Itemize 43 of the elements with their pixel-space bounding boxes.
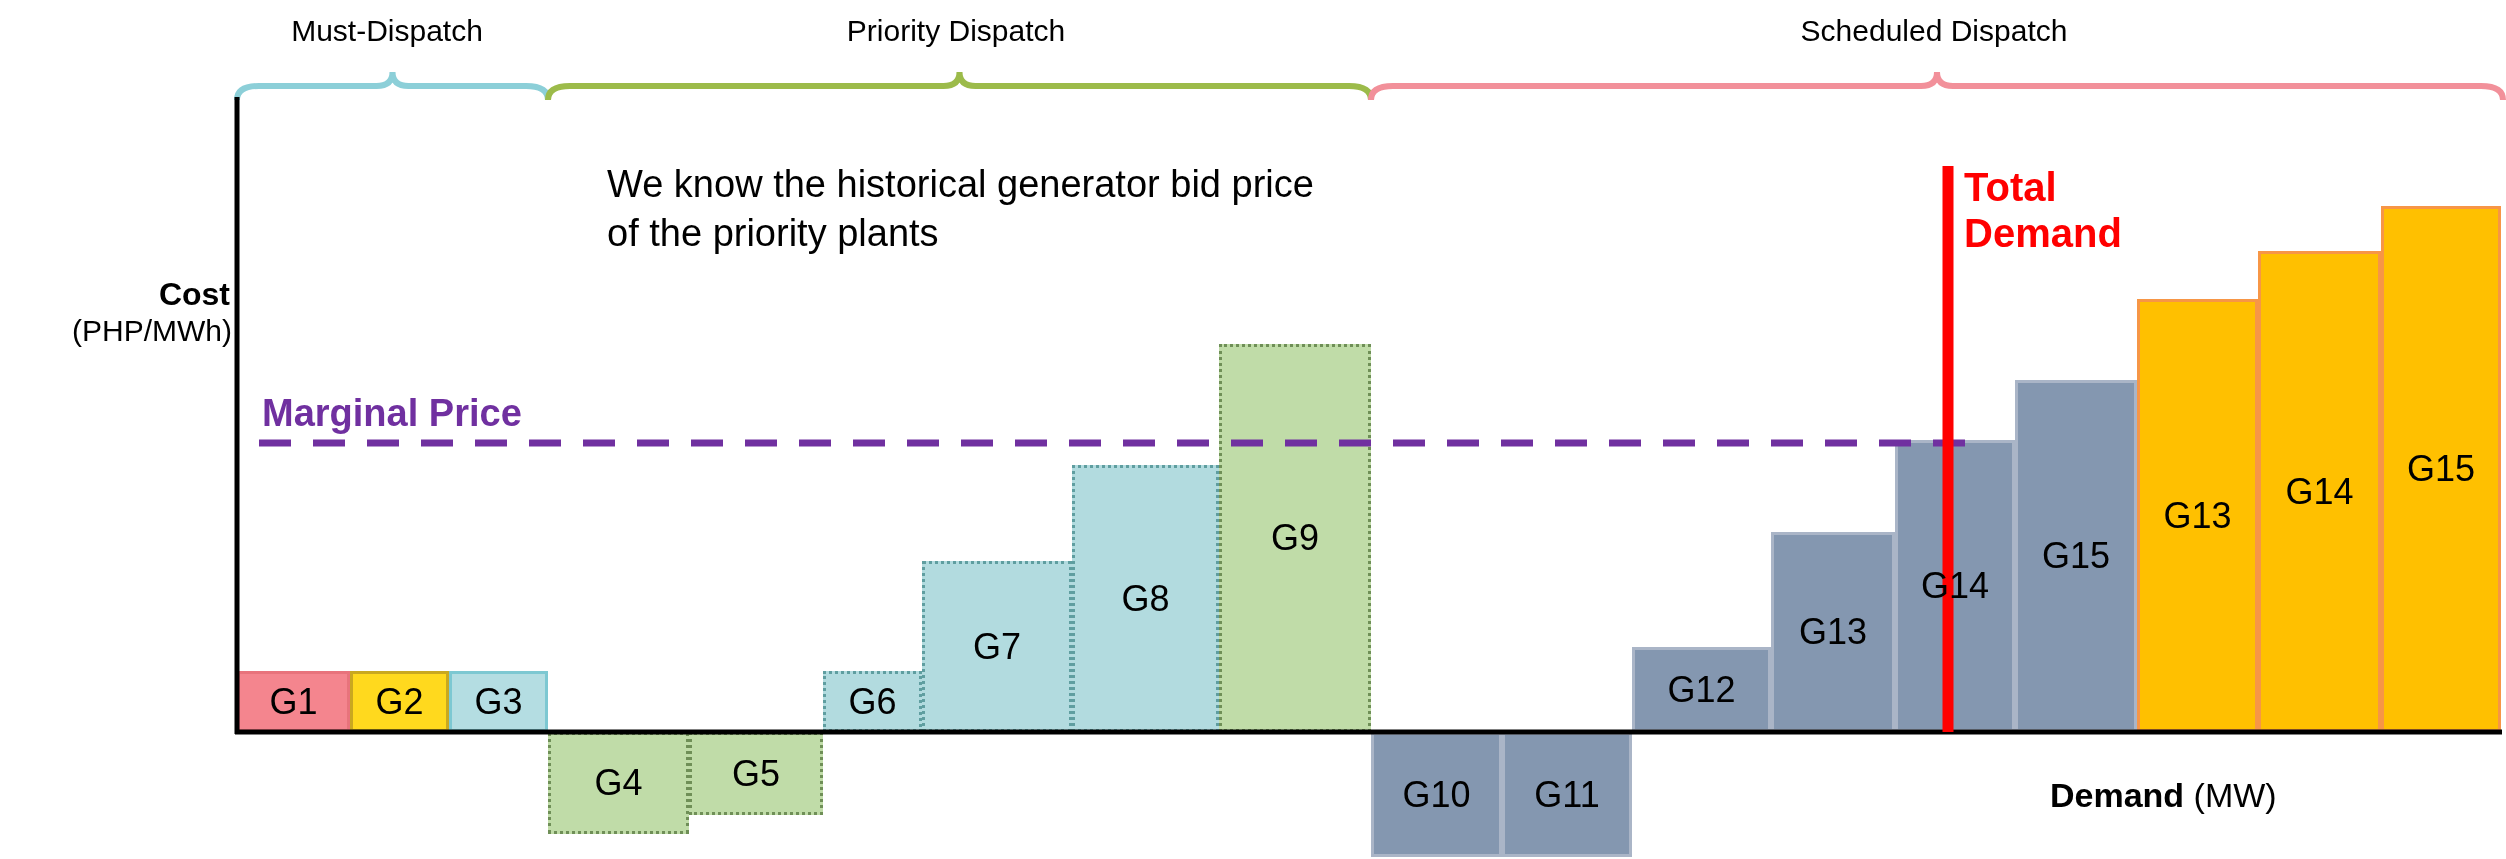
generator-bar — [1632, 647, 1771, 732]
generator-bar — [2381, 206, 2501, 732]
bar-label: G5 — [732, 755, 780, 792]
bar-label: G6 — [848, 683, 897, 720]
annotation-text: Must-Dispatch — [290, 13, 484, 49]
bar-label: G13 — [2163, 497, 2232, 534]
bar-label: G11 — [1534, 776, 1600, 813]
bar-label: G15 — [2041, 538, 2110, 574]
annotation-text: Cost — [157, 275, 230, 314]
bar-label: G7 — [973, 628, 1021, 665]
annotation-text: Priority Dispatch — [845, 13, 1067, 49]
generator-bar — [922, 561, 1072, 732]
generator-bar — [689, 732, 823, 815]
annotation-text: (PHP/MWh) — [71, 313, 232, 349]
generator-bar — [548, 732, 689, 834]
annotation-text: We know the historical generator bid price of the priority plants — [607, 162, 1315, 257]
generator-bar — [2258, 251, 2381, 732]
generator-bar — [1771, 532, 1895, 732]
generator-bar — [1502, 732, 1632, 857]
bar-label: G9 — [1271, 520, 1319, 556]
annotation-text: Demand (MW) — [2050, 775, 2278, 816]
bar-label: G8 — [1121, 580, 1170, 617]
bar-label: G3 — [474, 683, 523, 720]
generator-bar — [1219, 344, 1371, 732]
bar-label: G15 — [2406, 451, 2475, 487]
bar-label: G10 — [1402, 776, 1471, 813]
generator-bar — [1371, 732, 1502, 857]
annotation-text: Scheduled Dispatch — [1799, 13, 2069, 49]
bar-label: G14 — [2285, 473, 2354, 510]
generator-bar — [1072, 465, 1219, 732]
bar-label: G1 — [269, 683, 318, 720]
bar-label: G13 — [1798, 614, 1867, 650]
bar-label: G2 — [375, 683, 424, 720]
generator-bar — [2137, 299, 2258, 732]
generator-bar — [449, 671, 548, 732]
bar-label: G12 — [1667, 671, 1736, 708]
generator-bar — [823, 671, 922, 732]
generator-bar — [350, 671, 449, 732]
annotation-text: Marginal Price — [262, 391, 523, 436]
generator-bar — [2015, 380, 2137, 732]
generator-bar — [237, 671, 350, 732]
bar-label: G4 — [594, 765, 643, 801]
annotation-text: Total Demand — [1964, 164, 2123, 256]
